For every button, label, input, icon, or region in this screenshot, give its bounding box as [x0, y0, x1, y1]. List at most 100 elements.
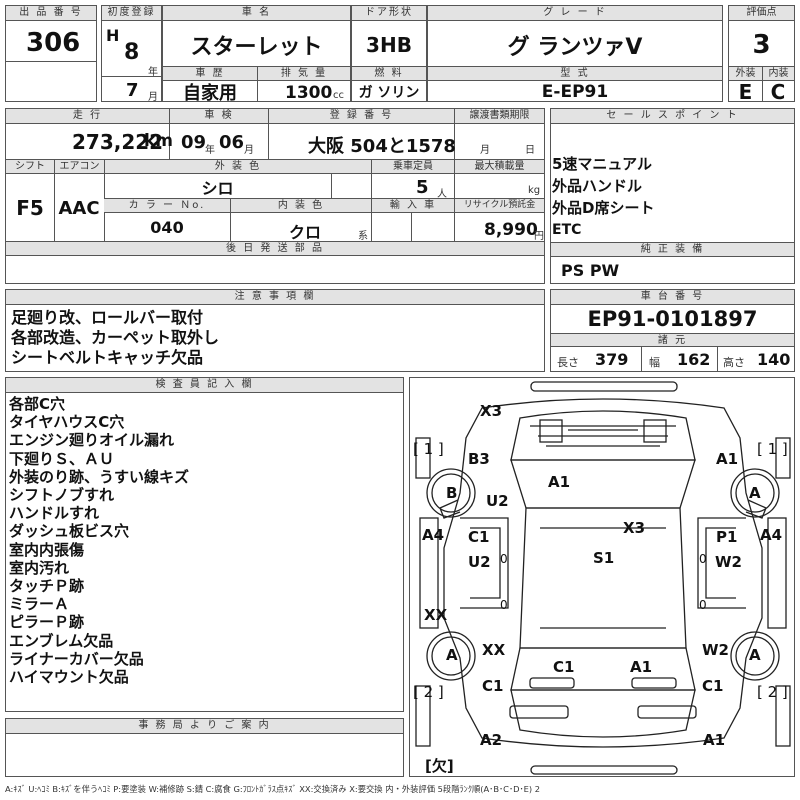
- transfer-label: 譲渡書類期限: [454, 109, 544, 124]
- interior-grade: C: [770, 80, 786, 104]
- exterior-label: 外装: [729, 67, 762, 81]
- note-line: シートベルトキャッチ欠品: [11, 348, 204, 367]
- bracket-1-right: [ 1 ]: [757, 440, 788, 458]
- ac: AAC: [58, 197, 100, 219]
- damage-mark: C1: [468, 528, 490, 546]
- inspector-line: エンジン廻りオイル漏れ: [9, 431, 175, 450]
- damage-mark: XX: [424, 606, 448, 624]
- grade: グ ランツァV: [507, 35, 643, 60]
- year-unit: 年: [148, 67, 158, 78]
- inspection-month-unit: 月: [244, 145, 254, 156]
- bracket-1-left: [ 1 ]: [413, 440, 444, 458]
- later-parts-label: 後 日 発 送 部 品: [6, 242, 544, 256]
- damage-mark: B: [446, 484, 458, 502]
- inspector-line: 外装のり跡、うすい線キズ: [9, 467, 190, 486]
- chassis-number: EP91-0101897: [587, 307, 758, 331]
- capacity-label: 乗車定員: [371, 160, 454, 174]
- damage-mark: W2: [715, 553, 742, 571]
- damage-mark: C1: [702, 677, 724, 695]
- registration-number: 大阪 504と1578: [308, 136, 456, 157]
- damage-legend: A:ｷｽﾞ U:ﾍｺﾐ B:ｷｽﾞを伴うﾍｺﾐ P:要塗装 W:補修跡 S:錆 …: [5, 784, 541, 794]
- mileage-unit: km: [144, 131, 174, 151]
- office-label: 事 務 局 よ り ご 案 内: [6, 719, 403, 734]
- damage-mark: A2: [480, 731, 503, 749]
- car-name: スターレット: [190, 35, 323, 60]
- lot-number-label: 出 品 番 号: [6, 6, 96, 21]
- recycle-unit: 円: [534, 231, 544, 242]
- height: 140: [757, 350, 791, 369]
- inspector-label: 検 査 員 記 入 欄: [6, 378, 403, 393]
- interior-label: 内装: [762, 67, 794, 81]
- damage-mark: A1: [630, 658, 653, 676]
- damage-mark: B3: [468, 450, 490, 468]
- score: 3: [752, 30, 771, 60]
- office-box: 事 務 局 よ り ご 案 内: [5, 718, 404, 777]
- exterior-grade: E: [738, 80, 753, 104]
- sales-point-item: 外品ハンドル: [552, 177, 643, 195]
- displacement-unit: cc: [333, 90, 344, 101]
- inspector-line: 各部C穴: [9, 395, 66, 413]
- ac-label: エアコン: [54, 160, 104, 174]
- shift: F5: [16, 196, 44, 220]
- color-label: 外 装 色: [104, 160, 371, 174]
- damage-mark: 0: [500, 598, 508, 612]
- model: E-EP91: [541, 82, 609, 102]
- mileage: 273,222: [72, 130, 164, 154]
- history: 自家用: [183, 83, 237, 104]
- damage-mark: 0: [699, 598, 707, 612]
- length: 379: [595, 350, 629, 369]
- load-label: 最大積載量: [454, 160, 544, 174]
- damage-mark: C1: [482, 677, 504, 695]
- damage-mark: A: [749, 484, 761, 502]
- score-label: 評価点: [729, 6, 794, 21]
- equipment-label: 純 正 装 備: [551, 243, 794, 257]
- car-name-box: 車 名 スターレット 車 歴 排 気 量 自家用 1300 cc: [162, 5, 351, 104]
- damage-mark: A4: [760, 526, 783, 544]
- lot-number: 306: [26, 28, 81, 58]
- damage-mark: A: [446, 646, 458, 664]
- notes-list: 足廻り改、ロールバー取付 各部改造、カーペット取外し シートベルトキャッチ欠品: [11, 308, 219, 368]
- vehicle-details-box: 走 行 車 検 登 録 番 号 譲渡書類期限 273,222 km 09 年 0…: [5, 108, 545, 284]
- damage-mark: A1: [548, 473, 571, 491]
- color-number: 040: [150, 218, 184, 237]
- displacement: 1300: [285, 83, 333, 103]
- damage-mark: S1: [593, 549, 615, 567]
- notes-label: 注 意 事 項 欄: [6, 290, 544, 305]
- color-no-label: カ ラ ー Ｎo.: [104, 199, 230, 213]
- inspector-line: ハンドルすれ: [9, 504, 100, 523]
- inspector-line: エンブレム欠品: [9, 631, 114, 650]
- inspector-line: ダッシュ板ビス穴: [9, 522, 130, 541]
- year: 8: [124, 40, 140, 65]
- bracket-2-right: [ 2 ]: [757, 683, 788, 701]
- missing-mark: [欠]: [425, 757, 454, 775]
- interior-color-label: 内 装 色: [230, 199, 371, 213]
- inspector-line: ライナーカバー欠品: [9, 649, 144, 668]
- sales-point-label: セ ー ル ス ポ イ ン ト: [551, 109, 794, 124]
- import-label: 輸 入 車: [371, 199, 454, 213]
- inspection-month: 06: [219, 132, 245, 153]
- first-registration-box: 初度登録 H 8 年 7 月: [101, 5, 162, 103]
- damage-mark: A1: [716, 450, 739, 468]
- capacity: 5: [416, 177, 429, 198]
- interior-color-unit: 系: [358, 231, 368, 242]
- inspector-line: タイヤハウスC穴: [9, 413, 125, 432]
- length-label: 長さ: [557, 356, 579, 369]
- fuel: ガ ソリン: [358, 85, 420, 101]
- damage-mark: X3: [480, 402, 503, 420]
- inspector-line: ピラーＰ跡: [9, 613, 85, 632]
- capacity-unit: 人: [437, 189, 447, 200]
- load-unit: kg: [528, 185, 541, 196]
- inspection-label: 車 検: [169, 109, 268, 124]
- door-label: ドア形状: [352, 6, 426, 21]
- damage-mark: U2: [468, 553, 491, 571]
- era: H: [106, 26, 120, 45]
- damage-mark: X3: [623, 519, 646, 537]
- mileage-label: 走 行: [6, 109, 169, 124]
- car-name-label: 車 名: [163, 6, 350, 21]
- damage-mark: P1: [716, 528, 738, 546]
- width: 162: [677, 350, 711, 369]
- displacement-label: 排 気 量: [257, 67, 350, 81]
- sales-point-item: 外品D席シート: [552, 199, 655, 217]
- interior-color: クロ: [289, 223, 322, 242]
- history-label: 車 歴: [163, 67, 257, 81]
